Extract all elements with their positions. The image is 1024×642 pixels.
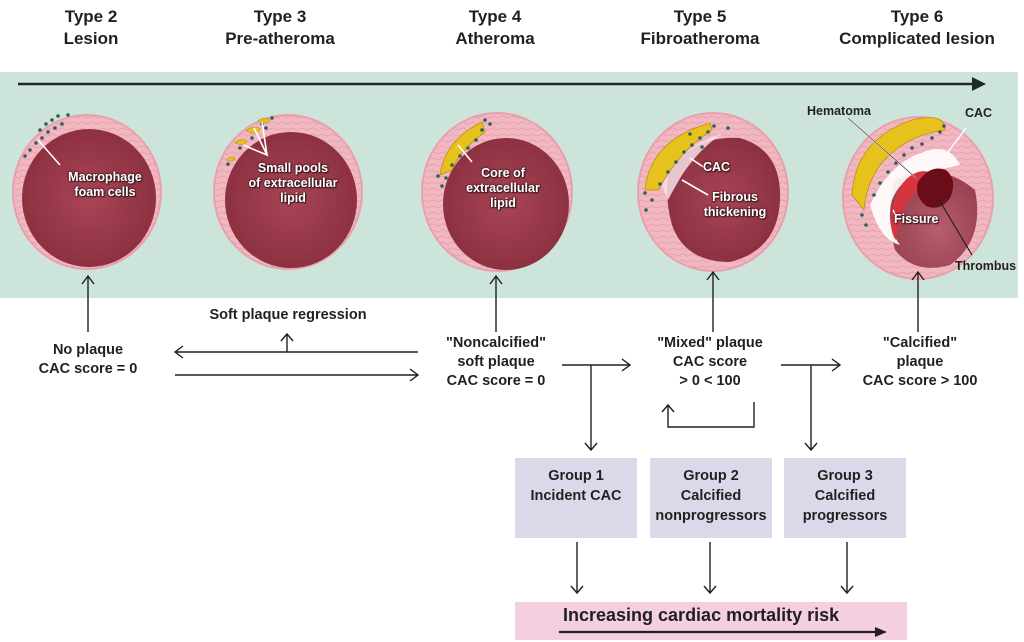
label-macrophage-foam-cells: Macrophage foam cells: [55, 170, 155, 200]
stage-name: Lesion: [63, 29, 119, 48]
calcification: [870, 149, 960, 245]
group-box-2: Group 2 Calcified nonprogressors: [650, 458, 772, 538]
label-core-lipid: Core of extracellular lipid: [448, 166, 558, 211]
arrow-up-type6: [911, 270, 925, 332]
hematoma: [891, 171, 931, 240]
arrow-down-group1: [584, 365, 598, 452]
label-fissure: Fissure: [894, 212, 938, 227]
lipid-pools: [225, 117, 271, 162]
vessel-type6: [842, 116, 994, 280]
group-line: Calcified: [680, 488, 742, 504]
arrow-up-type4: [489, 274, 503, 332]
label-cac-type6: CAC: [965, 106, 992, 121]
state-line: Soft plaque regression: [209, 307, 367, 323]
arrow-down-risk-1: [570, 542, 584, 595]
risk-arrow-icon: [559, 627, 887, 637]
stage-header-type2: Type 2 Lesion: [0, 6, 191, 50]
stage-name: Fibroatheroma: [640, 29, 760, 48]
group-line: Calcified: [814, 488, 876, 504]
label-line: Hematoma: [807, 104, 871, 118]
label-hematoma: Hematoma: [807, 104, 871, 119]
stage-header-type5: Type 5 Fibroatheroma: [600, 6, 800, 50]
label-thrombus: Thrombus: [955, 259, 1016, 274]
state-line: CAC score: [672, 354, 748, 370]
state-mixed: "Mixed" plaque CAC score > 0 < 100: [640, 334, 780, 391]
label-line: foam cells: [74, 185, 136, 199]
stage-header-type4: Type 4 Atheroma: [395, 6, 595, 50]
group-title: Group 1: [548, 468, 604, 484]
group-box-3: Group 3 Calcified progressors: [784, 458, 906, 538]
stage-type: Type 3: [253, 7, 307, 26]
label-line: CAC: [703, 160, 731, 174]
arrow-mixed-loop: [661, 402, 755, 428]
state-line: No plaque: [52, 342, 124, 358]
label-line: Core of: [481, 166, 525, 180]
state-regression-label: Soft plaque regression: [188, 306, 388, 325]
stage-type: Type 5: [673, 7, 727, 26]
label-line: lipid: [490, 196, 516, 210]
stage-name: Complicated lesion: [839, 29, 995, 48]
label-line: of extracellular: [248, 176, 338, 190]
label-line: Macrophage: [68, 170, 142, 184]
arrow-down-risk-2: [703, 542, 717, 595]
state-line: "Noncalcified": [446, 335, 546, 351]
label-fibrous-thickening: Fibrous thickening: [685, 190, 785, 220]
state-no-plaque: No plaque CAC score = 0: [28, 341, 148, 379]
stage-type: Type 6: [890, 7, 944, 26]
group-line: nonprogressors: [655, 508, 767, 524]
arrow-down-group3: [804, 365, 818, 452]
group-line: progressors: [802, 508, 888, 524]
label-line: Thrombus: [955, 259, 1017, 273]
label-line: Fibrous: [712, 190, 758, 204]
state-line: plaque: [896, 354, 944, 370]
state-line: > 0 < 100: [679, 373, 741, 389]
group-box-1: Group 1 Incident CAC: [515, 458, 637, 538]
connector-arrows: [81, 270, 925, 595]
state-line: "Calcified": [882, 335, 958, 351]
label-line: extracellular: [466, 181, 540, 195]
stage-type: Type 2: [64, 7, 118, 26]
state-line: CAC score = 0: [38, 361, 138, 377]
state-line: "Mixed" plaque: [657, 335, 763, 351]
arrow-left-regression: [173, 345, 418, 359]
stage-name: Pre-atheroma: [225, 29, 335, 48]
foam-cells: [23, 113, 70, 158]
group-line: Incident CAC: [530, 488, 622, 504]
arrow-up-type2: [81, 274, 95, 332]
mortality-risk-bar: Increasing cardiac mortality risk: [515, 602, 907, 640]
group-title: Group 3: [817, 468, 873, 484]
lipid-core: [439, 121, 486, 176]
state-line: soft plaque: [457, 354, 535, 370]
vessel-type4: [421, 112, 573, 272]
label-line: Fissure: [894, 212, 939, 226]
stage-name: Atheroma: [455, 29, 535, 48]
label-cac-type5: CAC: [703, 160, 743, 175]
label-line: lipid: [280, 191, 306, 205]
fibrous-cap: [662, 134, 722, 200]
arrow-right-progression: [175, 368, 420, 382]
state-line: CAC score = 0: [446, 373, 546, 389]
vessel-type2: [12, 113, 162, 270]
stage-header-type3: Type 3 Pre-atheroma: [180, 6, 380, 50]
label-line: thickening: [703, 205, 767, 219]
arrow-up-regression: [280, 332, 294, 352]
arrow-up-type5: [706, 270, 720, 332]
group-title: Group 2: [683, 468, 739, 484]
stage-type: Type 4: [468, 7, 522, 26]
arrow-down-risk-3: [840, 542, 854, 595]
arrow-right-to-mixed: [562, 358, 632, 372]
timeline-arrow: [18, 77, 986, 91]
vessel-type5: [637, 112, 789, 272]
vessel-type3: [213, 114, 363, 270]
state-line: CAC score > 100: [862, 373, 978, 389]
state-noncalcified: "Noncalcified" soft plaque CAC score = 0: [428, 334, 564, 391]
label-line: Small pools: [257, 161, 329, 175]
risk-label: Increasing cardiac mortality risk: [563, 605, 840, 625]
state-calcified: "Calcified" plaque CAC score > 100: [852, 334, 988, 391]
label-small-pools: Small pools of extracellular lipid: [238, 161, 348, 206]
stage-header-type6: Type 6 Complicated lesion: [817, 6, 1017, 50]
label-line: CAC: [965, 106, 993, 120]
thrombus: [917, 168, 954, 208]
